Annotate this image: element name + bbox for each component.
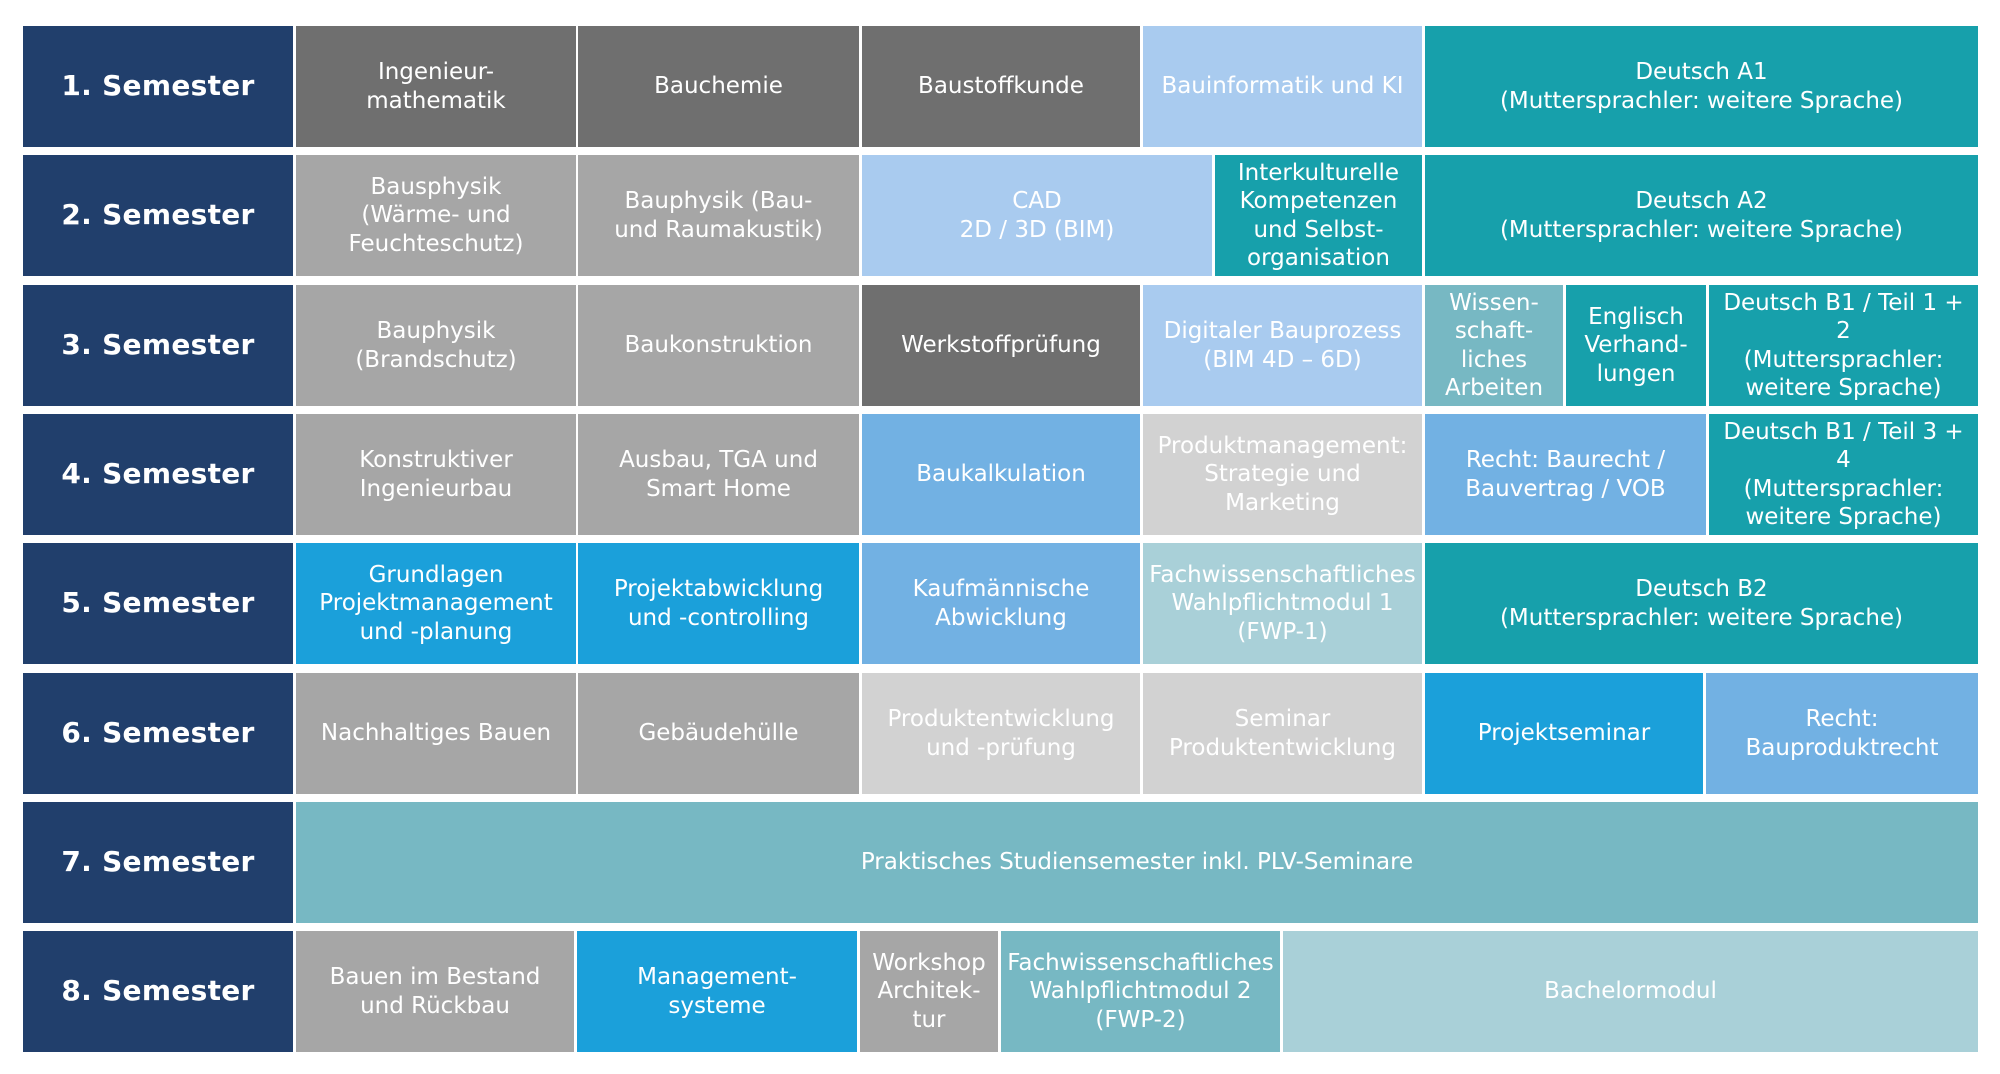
- module-projektseminar: Projektseminar: [1425, 673, 1703, 794]
- module-produktmanagement-strategie-und-marketin: Produktmanagement: Strategie und Marketi…: [1143, 414, 1422, 535]
- module-management-systeme: Management- systeme: [577, 931, 857, 1052]
- module-praktisches-studiensemester-inkl-plv-sem: Praktisches Studiensemester inkl. PLV-Se…: [296, 802, 1978, 923]
- semester-label-1: 1. Semester: [23, 26, 293, 147]
- semester-label-2: 2. Semester: [23, 155, 293, 276]
- module-deutsch-b1-teil-3-4-muttersprachler-weit: Deutsch B1 / Teil 3 + 4 (Muttersprachler…: [1709, 414, 1978, 535]
- module-deutsch-a2-muttersprachler-weitere-sprac: Deutsch A2 (Muttersprachler: weitere Spr…: [1425, 155, 1978, 276]
- module-bausphysik-waerme-und-feuchteschutz: Bausphysik (Wärme- und Feuchteschutz): [296, 155, 576, 276]
- module-englisch-verhand-lungen: Englisch Verhand- lungen: [1566, 285, 1706, 406]
- module-bauphysik-bau-und-raumakustik: Bauphysik (Bau- und Raumakustik): [578, 155, 859, 276]
- module-nachhaltiges-bauen: Nachhaltiges Bauen: [296, 673, 576, 794]
- module-werkstoffpruefung: Werkstoffprüfung: [862, 285, 1140, 406]
- semester-label-5: 5. Semester: [23, 543, 293, 664]
- module-seminar-produktentwicklung: Seminar Produktentwicklung: [1143, 673, 1422, 794]
- module-fachwissenschaftliches-wahlpflichtmodul-: Fachwissenschaftliches Wahlpflichtmodul …: [1001, 931, 1280, 1052]
- module-cad-2d-3d-bim: CAD 2D / 3D (BIM): [862, 155, 1212, 276]
- module-recht-bauproduktrecht: Recht: Bauproduktrecht: [1706, 673, 1978, 794]
- semester-label-3: 3. Semester: [23, 285, 293, 406]
- module-gebaeudehuelle: Gebäudehülle: [578, 673, 859, 794]
- semester-label-4: 4. Semester: [23, 414, 293, 535]
- module-ausbau-tga-und-smart-home: Ausbau, TGA und Smart Home: [578, 414, 859, 535]
- module-grundlagen-projektmanagement-und-planung: Grundlagen Projektmanagement und -planun…: [296, 543, 576, 664]
- semester-label-6: 6. Semester: [23, 673, 293, 794]
- module-projektabwicklung-und-controlling: Projektabwicklung und -controlling: [578, 543, 859, 664]
- module-baustoffkunde: Baustoffkunde: [862, 26, 1140, 147]
- module-bauen-im-bestand-und-rueckbau: Bauen im Bestand und Rückbau: [296, 931, 574, 1052]
- module-interkulturelle-kompetenzen-und-selbst-o: Interkulturelle Kompetenzen und Selbst- …: [1215, 155, 1422, 276]
- module-deutsch-a1-muttersprachler-weitere-sprac: Deutsch A1 (Muttersprachler: weitere Spr…: [1425, 26, 1978, 147]
- module-bauchemie: Bauchemie: [578, 26, 859, 147]
- module-deutsch-b1-teil-1-2-muttersprachler-weit: Deutsch B1 / Teil 1 + 2 (Muttersprachler…: [1709, 285, 1978, 406]
- module-baukalkulation: Baukalkulation: [862, 414, 1140, 535]
- module-recht-baurecht-bauvertrag-vob: Recht: Baurecht / Bauvertrag / VOB: [1425, 414, 1706, 535]
- module-kaufmaennische-abwicklung: Kaufmännische Abwicklung: [862, 543, 1140, 664]
- module-bauinformatik-und-ki: Bauinformatik und KI: [1143, 26, 1422, 147]
- module-wissen-schaft-liches-arbeiten: Wissen- schaft- liches Arbeiten: [1425, 285, 1563, 406]
- module-fachwissenschaftliches-wahlpflichtmodul-: Fachwissenschaftliches Wahlpflichtmodul …: [1143, 543, 1422, 664]
- module-deutsch-b2-muttersprachler-weitere-sprac: Deutsch B2 (Muttersprachler: weitere Spr…: [1425, 543, 1978, 664]
- module-konstruktiver-ingenieurbau: Konstruktiver Ingenieurbau: [296, 414, 576, 535]
- module-baukonstruktion: Baukonstruktion: [578, 285, 859, 406]
- semester-label-7: 7. Semester: [23, 802, 293, 923]
- module-produktentwicklung-und-pruefung: Produktentwicklung und -prüfung: [862, 673, 1140, 794]
- module-bachelormodul: Bachelormodul: [1283, 931, 1978, 1052]
- module-ingenieur-mathematik: Ingenieur- mathematik: [296, 26, 576, 147]
- module-digitaler-bauprozess-bim-4d-6d: Digitaler Bauprozess (BIM 4D – 6D): [1143, 285, 1422, 406]
- module-workshop-architek-tur: Workshop Architek- tur: [860, 931, 998, 1052]
- semester-label-8: 8. Semester: [23, 931, 293, 1052]
- module-bauphysik-brandschutz: Bauphysik (Brandschutz): [296, 285, 576, 406]
